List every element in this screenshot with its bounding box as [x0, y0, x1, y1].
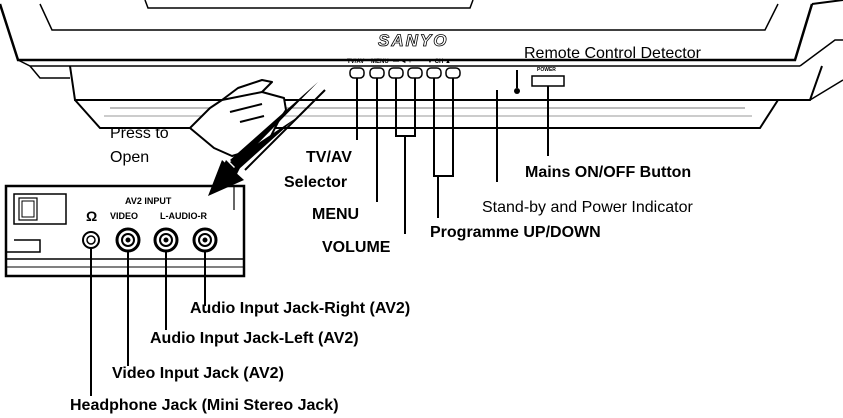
panel-label-power: POWER [537, 67, 556, 73]
label-volume: VOLUME [322, 239, 391, 256]
panel-label-av2-input: AV2 INPUT [125, 196, 172, 206]
label-audio-right: Audio Input Jack-Right (AV2) [190, 300, 410, 317]
panel-label-l-audio-r: L-AUDIO-R [160, 211, 207, 221]
menu-button[interactable] [369, 67, 385, 79]
label-press-to: Press to [110, 125, 169, 142]
label-tv-av-selector-2: Selector [284, 174, 347, 191]
channel-up-button[interactable] [445, 67, 461, 79]
label-menu: MENU [312, 206, 359, 223]
headphone-icon: Ω [86, 208, 97, 224]
control-strip: TV/AV MENU — ◄ + ▼ CH ▲ POWER [347, 59, 565, 98]
channel-down-button[interactable] [426, 67, 442, 79]
label-tv-av-selector-1: TV/AV [306, 149, 352, 166]
label-audio-left: Audio Input Jack-Left (AV2) [150, 330, 359, 347]
volume-up-button[interactable] [407, 67, 423, 79]
label-programme: Programme UP/DOWN [430, 224, 601, 241]
label-headphone: Headphone Jack (Mini Stereo Jack) [70, 397, 339, 414]
mains-power-button[interactable] [531, 75, 565, 87]
tv-av-button[interactable] [349, 67, 365, 79]
label-video-jack: Video Input Jack (AV2) [112, 365, 284, 382]
panel-label-volume: — ◄ + [393, 59, 412, 65]
panel-label-menu: MENU [371, 59, 389, 65]
panel-label-video: VIDEO [110, 211, 138, 221]
video-input-jack[interactable] [115, 227, 141, 253]
leader-lines [90, 70, 549, 396]
panel-label-ch: ▼ CH ▲ [427, 59, 451, 65]
audio-right-input-jack[interactable] [192, 227, 218, 253]
volume-down-button[interactable] [388, 67, 404, 79]
panel-label-tv-av: TV/AV [347, 59, 364, 65]
label-mains: Mains ON/OFF Button [525, 164, 691, 181]
audio-left-input-jack[interactable] [153, 227, 179, 253]
label-remote-control-detector: Remote Control Detector [524, 45, 702, 62]
label-standby: Stand-by and Power Indicator [482, 199, 693, 216]
brand-logo: SANYO [378, 31, 448, 50]
remote-sensor-dot [514, 88, 520, 94]
tv-cabinet [0, 0, 843, 129]
headphone-jack[interactable] [82, 231, 100, 249]
label-open: Open [110, 149, 149, 166]
